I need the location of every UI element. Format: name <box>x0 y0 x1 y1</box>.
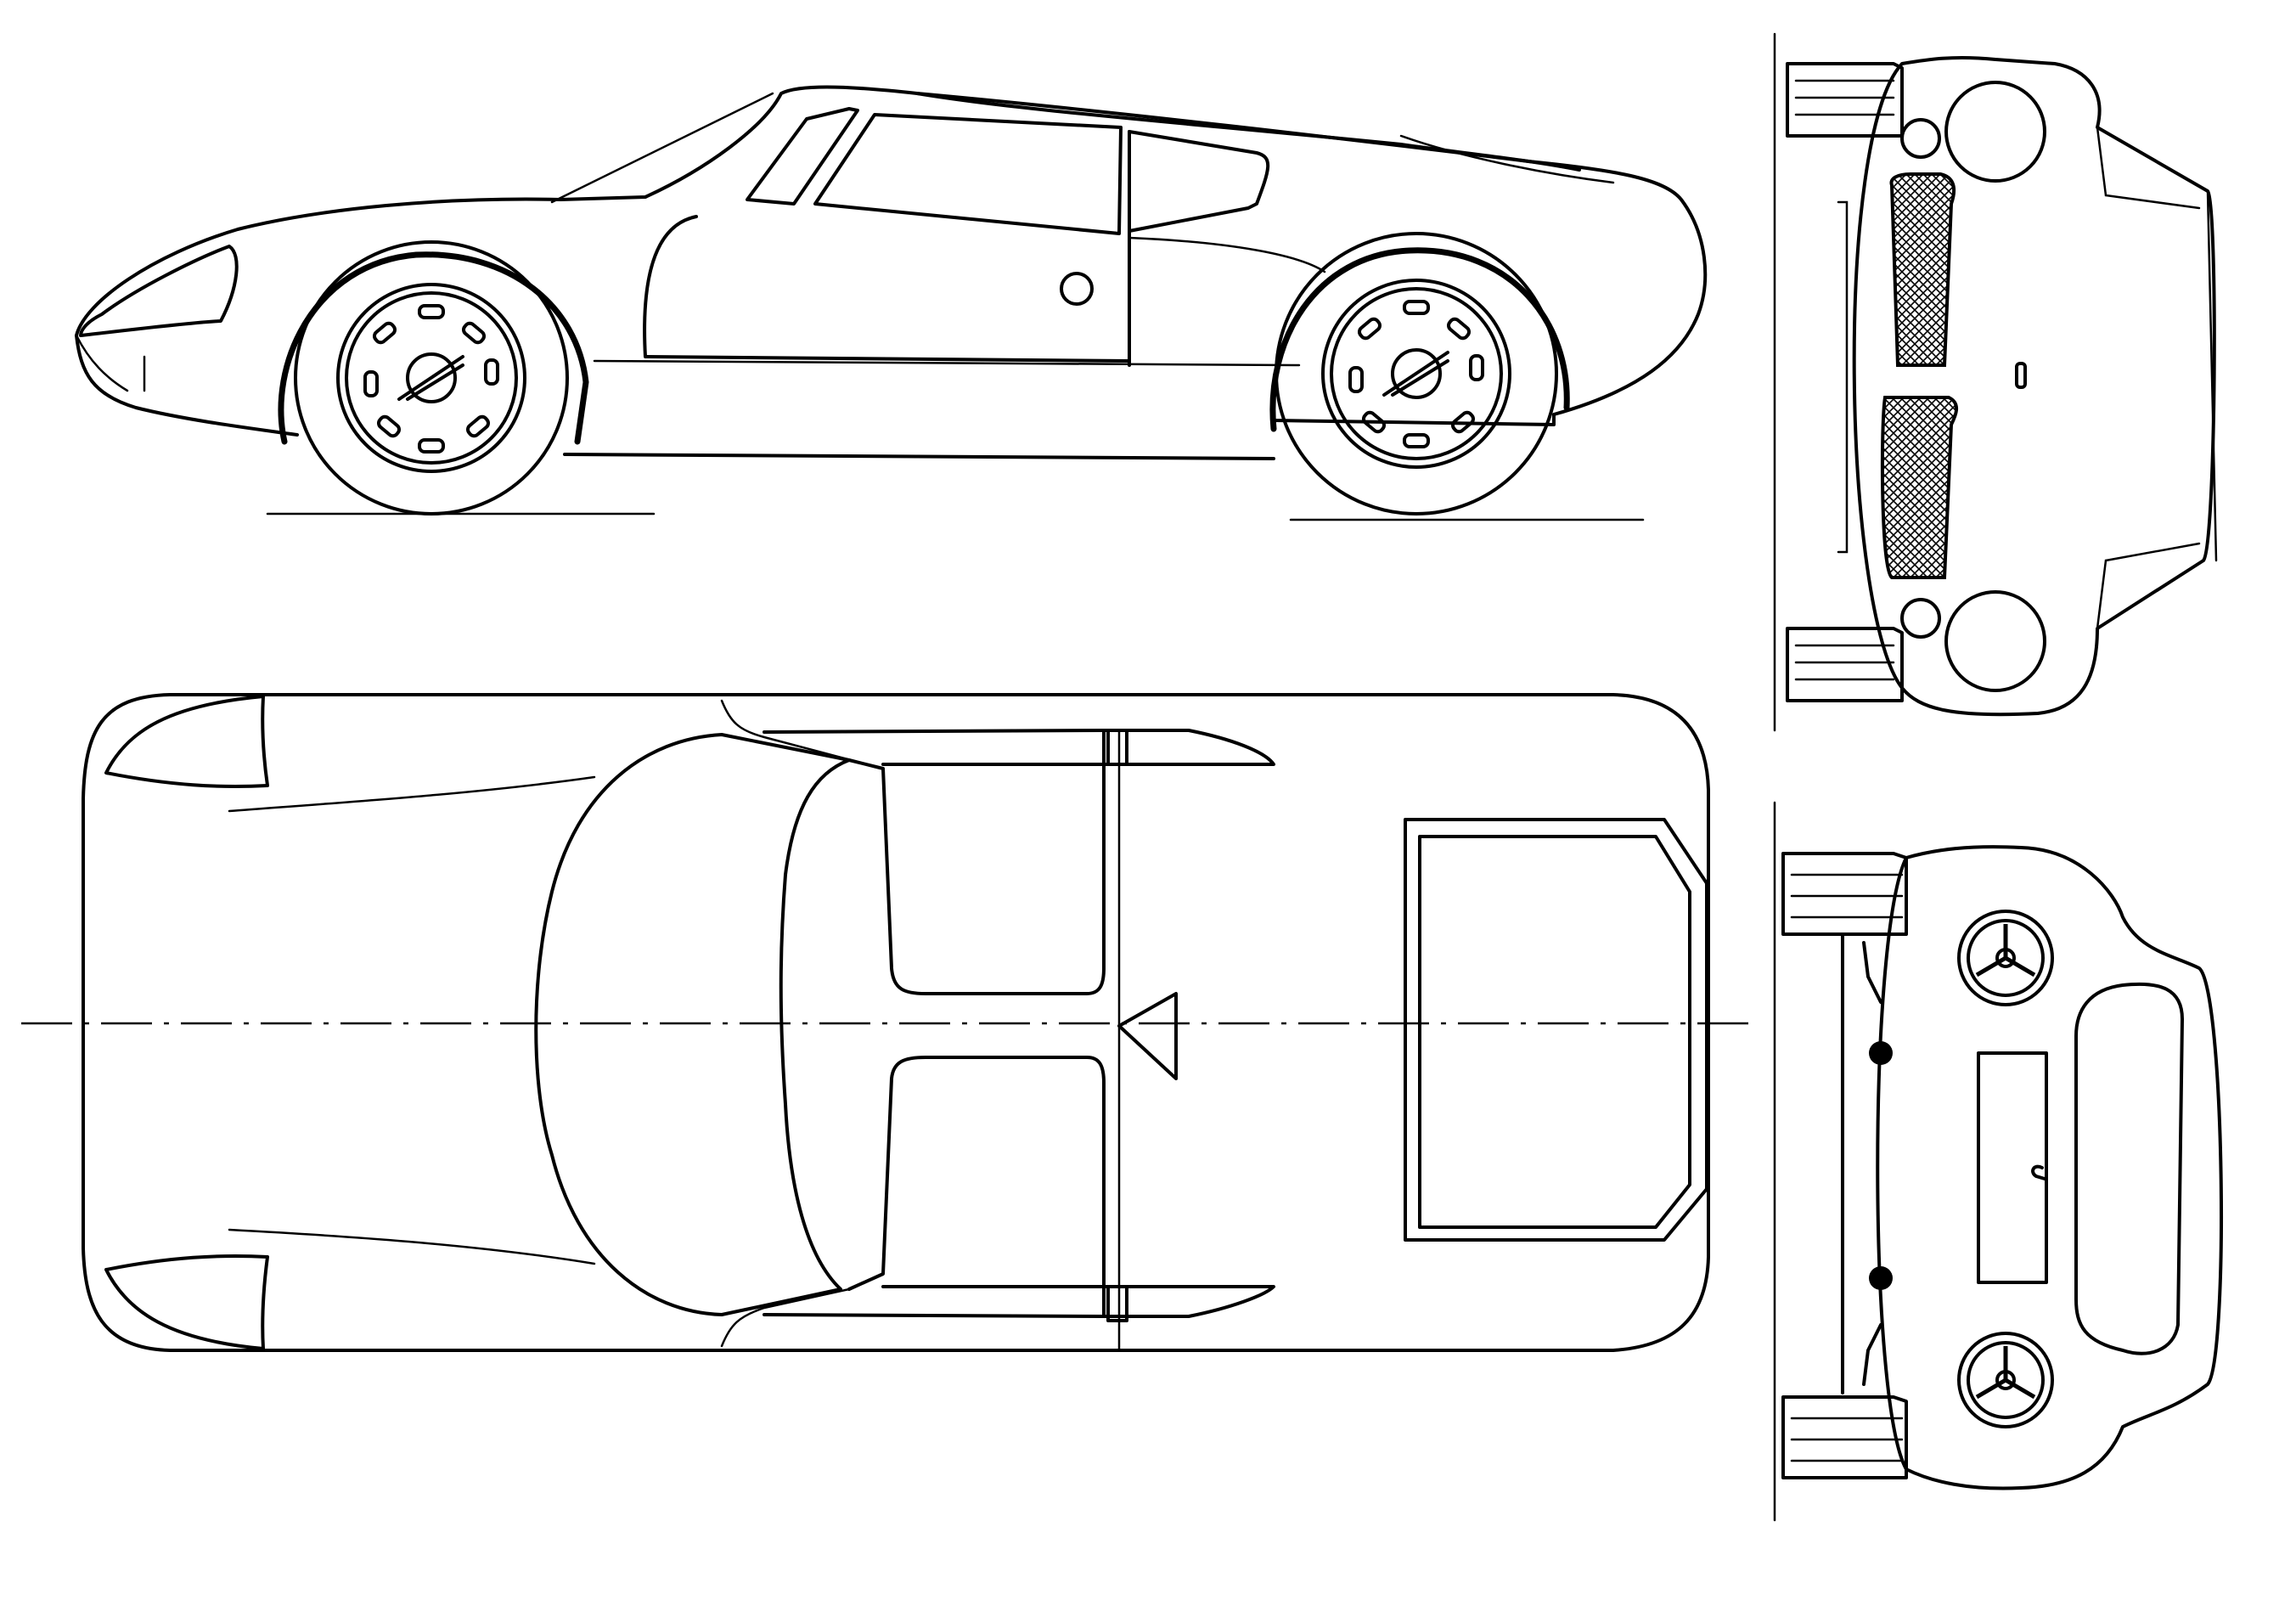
side-window-rear <box>1128 130 1270 233</box>
sill-line <box>593 359 1301 367</box>
tail-upper-line <box>1399 134 1615 184</box>
hood-crease-right <box>228 1228 596 1265</box>
intake-marker-left <box>1106 729 1128 766</box>
fuel-cap <box>1060 272 1094 306</box>
rear-tyre-tread-bottom <box>1790 1417 1904 1462</box>
rear-suspension <box>1841 932 1882 1394</box>
rear-view-tyre-top <box>1781 852 1908 936</box>
center-triangle-marker <box>1117 992 1178 1080</box>
headlight-fairing <box>79 245 239 337</box>
front-view-body <box>1852 55 2216 717</box>
windshield-base-line <box>550 92 774 204</box>
front-view-windshield-edge <box>2096 126 2201 630</box>
headlight-cowl-right <box>104 1254 269 1350</box>
tail-light-lower <box>1957 1332 2054 1428</box>
roof-panel-right <box>847 1056 1106 1318</box>
front-view-tyre-bottom <box>1786 627 1904 702</box>
side-body-outline <box>75 85 1708 460</box>
front-bumper-edge <box>1837 200 1849 554</box>
rear-wheel <box>1275 232 1558 516</box>
windshield-canopy <box>534 733 851 1316</box>
roof-panel-left <box>847 729 1106 995</box>
rear-badge <box>2031 1164 2046 1180</box>
front-wheel <box>294 240 569 516</box>
rear-view <box>1773 801 2224 1522</box>
front-view-roof-edge <box>2206 189 2218 562</box>
tail-light-upper <box>1957 910 2054 1006</box>
side-vent-window <box>746 107 859 206</box>
side-view <box>75 85 1708 521</box>
headlight-cowl-left <box>104 695 269 789</box>
rear-window <box>2074 982 2184 1355</box>
top-view <box>21 693 1758 1352</box>
number-plate-recess <box>1977 1051 2048 1284</box>
side-intake-right <box>763 1285 1275 1318</box>
front-view <box>1773 32 2218 732</box>
headlight-lower <box>1944 590 2046 692</box>
front-wheel-arch <box>278 251 589 445</box>
headlight-upper <box>1944 81 2046 183</box>
top-body-outline <box>82 693 1710 1352</box>
intake-marker-right <box>1106 1285 1128 1322</box>
a-pillar-left <box>720 699 885 770</box>
engine-hatch-inner <box>1418 835 1691 1229</box>
indicator-upper <box>1900 118 1941 159</box>
rear-wheel-arch <box>1269 247 1570 432</box>
front-grille-upper <box>1889 172 1956 367</box>
indicator-lower <box>1900 598 1941 639</box>
front-grille-lower <box>1880 396 1958 579</box>
side-intake-left <box>763 729 1275 766</box>
rear-view-body <box>1876 845 2224 1490</box>
rear-view-tyre-bottom <box>1781 1395 1908 1479</box>
door-outline <box>643 215 1131 363</box>
hood-crease-left <box>228 775 596 813</box>
rear-tyre-tread-top <box>1790 873 1904 919</box>
front-view-tyre-top <box>1786 62 1904 138</box>
side-window-front <box>813 113 1123 235</box>
roof-line <box>915 92 1581 172</box>
nose-lower-line <box>75 334 129 392</box>
rear-haunch-line <box>1128 236 1326 273</box>
badge <box>2015 362 2027 389</box>
a-pillar-right <box>720 1287 851 1348</box>
engine-hatch-outer <box>1404 818 1708 1242</box>
tyre-tread-bottom <box>1794 644 1895 681</box>
